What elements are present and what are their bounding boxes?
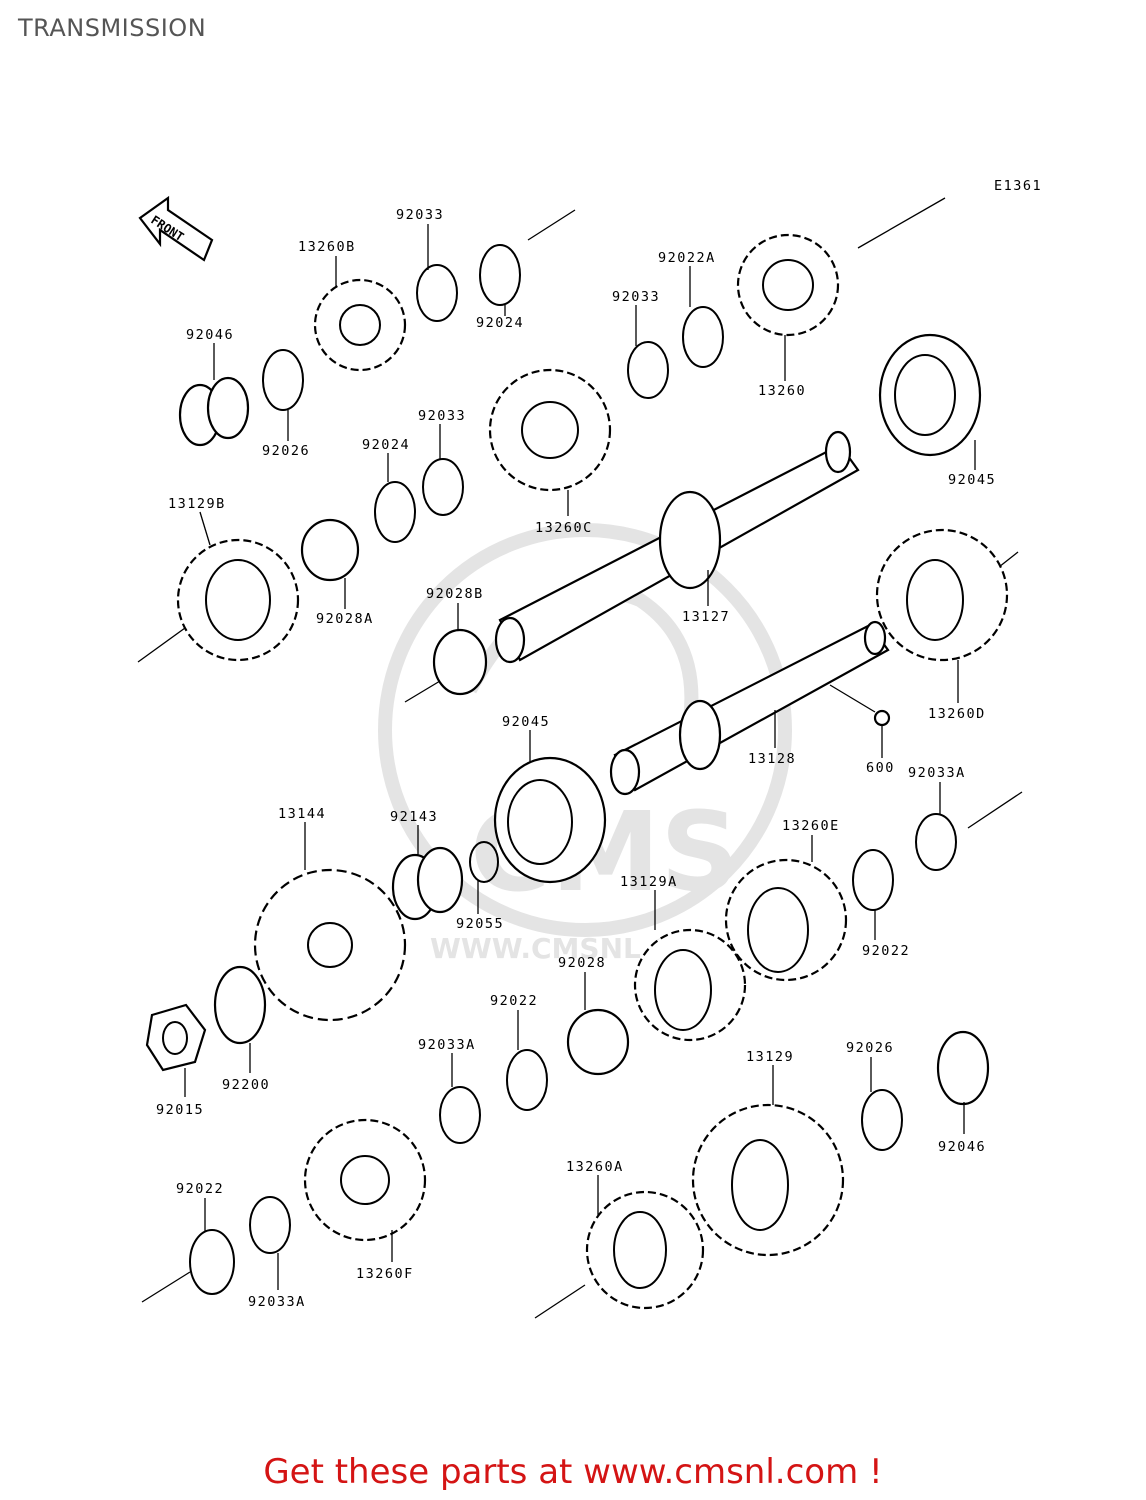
label-13260C: 13260C [535,520,593,536]
label-92033-lower: 92033 [418,408,466,424]
label-92022-right: 92022 [862,943,910,959]
gear-13129 [691,1103,845,1257]
label-13260D: 13260D [928,706,986,722]
part-labels: 92033 13260B 92024 92046 92026 92022A 92… [156,207,996,1310]
label-92026-right: 92026 [846,1040,894,1056]
o-ring-92055 [469,841,499,883]
leader-lines [184,224,976,1290]
washer-92022-left [189,1229,235,1295]
label-92022-left: 92022 [176,1181,224,1197]
label-92143: 92143 [390,809,438,825]
gear-13129B [176,538,300,662]
sprocket-13144 [253,868,407,1022]
bearing-92045-center [493,756,607,884]
bushing-92028 [566,1008,630,1076]
label-13260F: 13260F [356,1266,414,1282]
label-13260B: 13260B [298,239,356,255]
gear-13129A [633,928,747,1042]
circlip-92033-mid [627,341,669,399]
label-92022A: 92022A [658,250,716,266]
label-92200: 92200 [222,1077,270,1093]
bearing-92045-right [878,333,982,457]
bushing-92028B [432,628,488,696]
label-92024-top: 92024 [476,315,524,331]
gear-13260F [303,1118,427,1242]
washer-92022-right [852,849,894,911]
label-13128: 13128 [748,751,796,767]
washer-92024-mid [374,481,416,543]
bushing-92028A [300,518,360,582]
circlip-92033-top [416,264,458,322]
gear-13260C [488,368,612,492]
label-92046-right: 92046 [938,1139,986,1155]
front-arrow-icon: FRONT [138,195,214,262]
label-92033A-center: 92033A [418,1037,476,1053]
circlip-92033A-left [249,1196,291,1254]
washer-92024-top [479,244,521,306]
nut-92015 [145,1003,207,1072]
label-92033A-left: 92033A [248,1294,306,1310]
output-shaft-13128 [609,620,890,796]
label-92015: 92015 [156,1102,204,1118]
gear-13260A [585,1190,705,1310]
collar-92046-left [178,376,250,447]
label-13129: 13129 [746,1049,794,1065]
label-92033-top: 92033 [396,207,444,223]
gear-13260 [736,233,840,337]
washer-92026-right [861,1089,903,1151]
collar-92046-right [936,1030,990,1106]
gear-13260E [724,858,848,982]
label-13127: 13127 [682,609,730,625]
label-92022-center: 92022 [490,993,538,1009]
diagram-code: E1361 [994,178,1042,194]
footer-link[interactable]: Get these parts at www.cmsnl.com ! [263,1452,883,1492]
washer-92022-center [506,1049,548,1111]
label-600: 600 [866,760,895,776]
label-92028A: 92028A [316,611,374,627]
gear-13260D [875,528,1009,662]
label-13260: 13260 [758,383,806,399]
collar-92143 [391,846,464,921]
axis-guides [137,197,1023,1319]
label-92045-center: 92045 [502,714,550,730]
label-92033-mid: 92033 [612,289,660,305]
washer-92026-left [262,349,304,411]
lock-washer-92200 [213,965,267,1045]
label-92024-mid: 92024 [362,437,410,453]
label-92026-left: 92026 [262,443,310,459]
page-title: TRANSMISSION [18,14,207,42]
label-92046-left: 92046 [186,327,234,343]
gear-13260B [313,278,407,372]
main-shaft-13127 [494,430,860,664]
circlip-92033A-center [439,1086,481,1144]
label-92028B: 92028B [426,586,484,602]
washer-92022A [682,306,724,368]
label-92028: 92028 [558,955,606,971]
ball-600 [873,709,891,727]
label-13129B: 13129B [168,496,226,512]
label-13129A: 13129A [620,874,678,890]
circlip-92033-lower [422,458,464,516]
circlip-92033A-right [915,813,957,871]
label-13144: 13144 [278,806,326,822]
label-92055: 92055 [456,916,504,932]
label-92033A-right: 92033A [908,765,966,781]
label-92045-right: 92045 [948,472,996,488]
label-13260A: 13260A [566,1159,624,1175]
label-13260E: 13260E [782,818,840,834]
